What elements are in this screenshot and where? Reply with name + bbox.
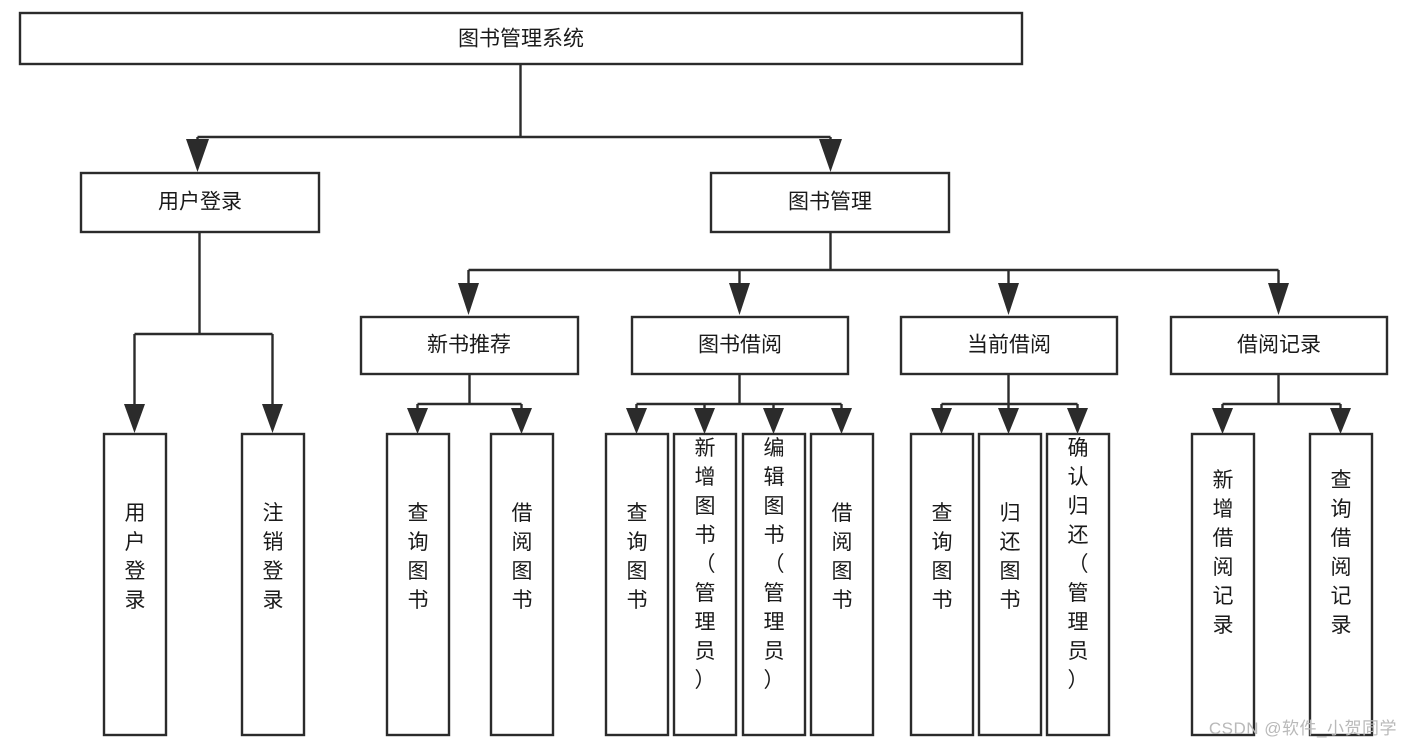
arrowhead-cb-leaf-2 [998, 408, 1019, 434]
connector-group-new-book-rec [407, 374, 532, 434]
leaf-node[interactable]: 编辑图书（管理员） [741, 432, 807, 737]
leaf-node-label: 新增借阅记录 [1213, 469, 1234, 637]
leaf-node-label: 归还图书 [1000, 502, 1021, 612]
leaf-node-box[interactable] [1308, 432, 1374, 737]
arrowhead-bb-leaf-2 [694, 408, 715, 434]
connector-group-book-mgmt [458, 232, 1289, 315]
leaf-node-box[interactable] [385, 432, 451, 737]
leaf-node-label: 查询借阅记录 [1331, 469, 1352, 637]
leaf-node-label: 注销登录 [263, 502, 284, 612]
node-book-management-label: 图书管理 [788, 191, 872, 214]
leaf-node-label: 借阅图书 [512, 502, 533, 612]
node-new-book-recommend-label: 新书推荐 [427, 334, 511, 357]
arrowhead-cb-leaf-1 [931, 408, 952, 434]
leaf-node-box[interactable] [240, 432, 306, 737]
node-new-book-recommend[interactable]: 新书推荐 [359, 315, 580, 376]
leaf-node-label: 借阅图书 [832, 502, 853, 612]
leaf-node[interactable]: 借阅图书 [489, 432, 555, 737]
leaf-node[interactable]: 新增图书（管理员） [672, 432, 738, 737]
leaf-node[interactable]: 借阅图书 [809, 432, 875, 737]
node-borrow-record[interactable]: 借阅记录 [1169, 315, 1389, 376]
arrowhead-to-current-borrow [998, 283, 1019, 315]
connector-group-current-borrow [931, 374, 1088, 434]
node-book-management-box[interactable] [709, 171, 951, 234]
leaf-node[interactable]: 确认归还（管理员） [1045, 432, 1111, 737]
leaf-node[interactable]: 用户登录 [102, 432, 168, 737]
arrowhead-leaf-logout [262, 404, 283, 433]
arrowhead-to-book-mgmt [819, 139, 842, 172]
arrowhead-nbr-leaf-2 [511, 408, 532, 434]
node-user-login-label: 用户登录 [158, 191, 242, 214]
node-user-login[interactable]: 用户登录 [79, 171, 321, 234]
leaf-node-label: 用户登录 [125, 502, 146, 612]
node-root-system-label: 图书管理系统 [458, 28, 584, 51]
node-current-borrow[interactable]: 当前借阅 [899, 315, 1119, 376]
arrowhead-to-new-book-rec [458, 283, 479, 315]
node-book-borrow-box[interactable] [630, 315, 850, 376]
node-book-borrow-label: 图书借阅 [698, 334, 782, 357]
leaf-node-box[interactable] [1045, 432, 1111, 737]
leaf-node-box[interactable] [672, 432, 738, 737]
leaf-node-box[interactable] [977, 432, 1043, 737]
leaf-node-label: 查询图书 [932, 502, 953, 612]
arrowhead-bb-leaf-3 [763, 408, 784, 434]
arrowhead-cb-leaf-3 [1067, 408, 1088, 434]
leaf-node-box[interactable] [741, 432, 807, 737]
leaf-node-label: 确认归还（管理员） [1068, 437, 1089, 692]
leaf-node-box[interactable] [489, 432, 555, 737]
connector-group-book-borrow [626, 374, 852, 434]
leaf-node[interactable]: 查询借阅记录 [1308, 432, 1374, 737]
leaf-node-label: 查询图书 [627, 502, 648, 612]
leaf-node[interactable]: 新增借阅记录 [1190, 432, 1256, 737]
node-book-management[interactable]: 图书管理 [709, 171, 951, 234]
arrowhead-bb-leaf-4 [831, 408, 852, 434]
leaf-node-box[interactable] [102, 432, 168, 737]
arrowhead-br-leaf-1 [1212, 408, 1233, 434]
arrowhead-leaf-user-login [124, 404, 145, 433]
leaf-node[interactable]: 查询图书 [604, 432, 670, 737]
leaf-node-box[interactable] [604, 432, 670, 737]
node-book-borrow[interactable]: 图书借阅 [630, 315, 850, 376]
leaf-node-label: 查询图书 [408, 502, 429, 612]
leaf-node-box[interactable] [809, 432, 875, 737]
leaf-node[interactable]: 注销登录 [240, 432, 306, 737]
leaf-node[interactable]: 查询图书 [385, 432, 451, 737]
arrowhead-to-user-login [186, 139, 209, 172]
connector-group-borrow-record [1212, 374, 1351, 434]
node-borrow-record-label: 借阅记录 [1237, 334, 1321, 357]
arrowhead-to-book-borrow [729, 283, 750, 315]
arrowhead-br-leaf-2 [1330, 408, 1351, 434]
leaf-node-box[interactable] [909, 432, 975, 737]
node-current-borrow-label: 当前借阅 [967, 334, 1051, 357]
arrowhead-to-borrow-record [1268, 283, 1289, 315]
leaf-node-label: 新增图书（管理员） [695, 437, 716, 692]
arrowhead-bb-leaf-1 [626, 408, 647, 434]
node-root-system-box[interactable] [18, 11, 1024, 66]
leaf-node-box[interactable] [1190, 432, 1256, 737]
connector-group-user-login [124, 232, 283, 433]
node-borrow-record-box[interactable] [1169, 315, 1389, 376]
node-user-login-box[interactable] [79, 171, 321, 234]
leaf-node[interactable]: 查询图书 [909, 432, 975, 737]
leaf-node-label: 编辑图书（管理员） [764, 437, 785, 692]
node-root-system[interactable]: 图书管理系统 [18, 11, 1024, 66]
node-new-book-recommend-box[interactable] [359, 315, 580, 376]
connector-group-root [186, 64, 842, 172]
leaf-node[interactable]: 归还图书 [977, 432, 1043, 737]
node-current-borrow-box[interactable] [899, 315, 1119, 376]
arrowhead-nbr-leaf-1 [407, 408, 428, 434]
